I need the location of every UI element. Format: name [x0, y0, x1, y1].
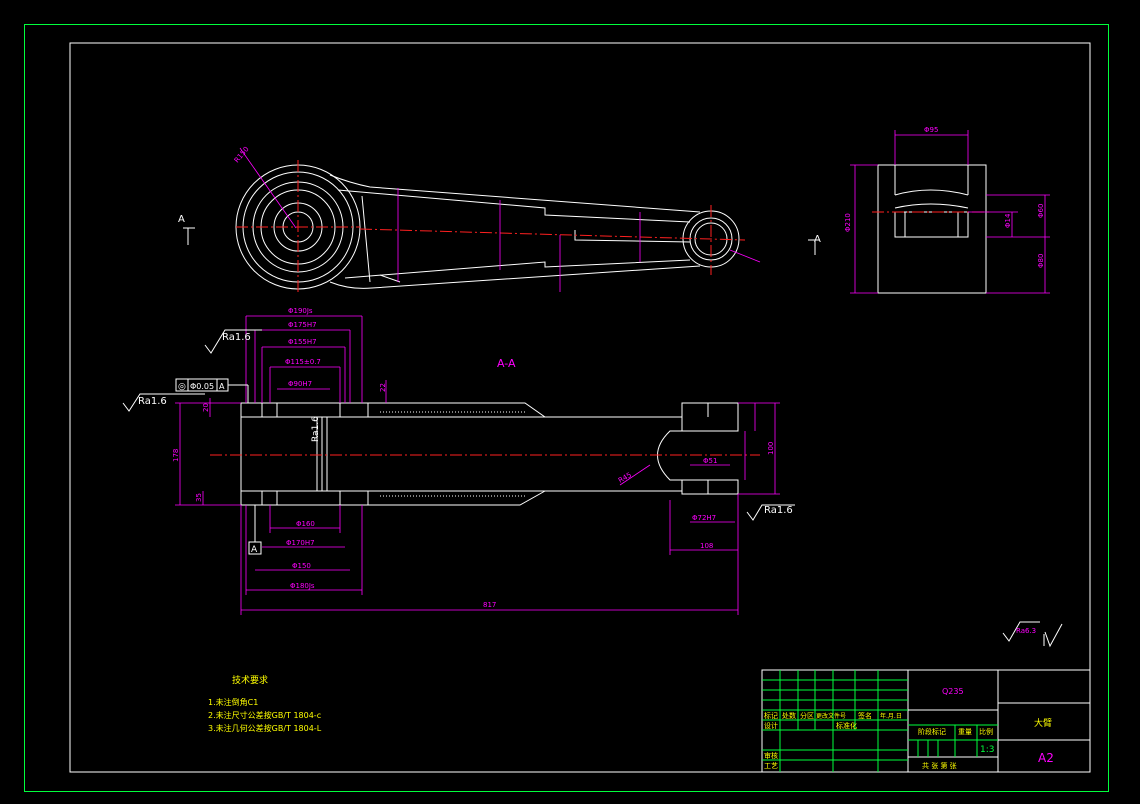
- roughness-left-top: Ra1.6: [222, 332, 251, 343]
- dim-phi160: Φ160: [296, 520, 315, 528]
- tb-ratio: 比例: [979, 727, 993, 736]
- datum-label: A: [251, 545, 258, 555]
- dim-35: 35: [195, 493, 203, 502]
- title-block: 标记 处数 分区 更改文件号 签名 年.月.日 设计 标准化 审核 工艺 Q23…: [761, 669, 1091, 773]
- general-roughness: Ra6.3: [1002, 621, 1063, 648]
- tb-weight: 重量: [958, 728, 972, 736]
- tb-sheet-info: 共 张 第 张: [922, 761, 957, 770]
- inner-frame: [69, 42, 1091, 773]
- tb-standardize: 标准化: [836, 721, 857, 730]
- note-item-1: 1.未注倒角C1: [208, 697, 258, 707]
- top-view: A A R150: [178, 145, 821, 295]
- section-view: A-A 178 20 35: [122, 307, 795, 615]
- tb-col-mark: 标记: [764, 711, 778, 720]
- note-item-2: 2.未注尺寸公差按GB/T 1804-c: [208, 710, 321, 720]
- section-title: A-A: [497, 357, 516, 370]
- dim-side-right-2: Φ80: [1037, 254, 1045, 268]
- tb-col-date: 年.月.日: [880, 712, 902, 720]
- tb-col-zone: 分区: [800, 711, 814, 720]
- dim-phi115: Φ115±0.7: [285, 358, 321, 366]
- dim-phi90: Φ90H7: [288, 380, 312, 388]
- outer-frame: [24, 24, 1109, 792]
- tb-process: 工艺: [764, 762, 778, 770]
- tb-col-sign: 签名: [858, 711, 872, 720]
- dim-22: 22: [379, 383, 387, 392]
- dim-r150: R150: [233, 145, 251, 164]
- section-label-right: A: [814, 234, 821, 245]
- dim-right-len: 108: [700, 542, 713, 550]
- tolerance-datum: A: [219, 382, 225, 391]
- tb-col-qty: 处数: [782, 711, 796, 720]
- tb-sheet-size: A2: [1038, 751, 1054, 765]
- tb-reviewer: 审核: [764, 751, 778, 760]
- dim-phi170: Φ170H7: [286, 539, 315, 547]
- tb-scale: 1:3: [980, 745, 994, 755]
- technical-notes: 技术要求 1.未注倒角C1 2.未注尺寸公差按GB/T 1804-c 3.未注几…: [208, 674, 322, 733]
- tb-stage-mark: 阶段标记: [918, 727, 946, 736]
- dim-height-left: 178: [172, 449, 180, 462]
- dim-side-top: Φ95: [924, 126, 938, 134]
- notes-title: 技术要求: [232, 674, 268, 686]
- tb-material: Q235: [942, 687, 964, 696]
- tolerance-symbol: ◎: [178, 382, 186, 392]
- tb-part-name: 大臂: [1034, 717, 1052, 729]
- note-item-3: 3.未注几何公差按GB/T 1804-L: [208, 723, 322, 733]
- dim-phi180: Φ180Js: [290, 582, 315, 590]
- roughness-right: Ra1.6: [764, 505, 793, 516]
- dim-20: 20: [202, 403, 210, 412]
- dim-phi150: Φ150: [292, 562, 311, 570]
- dim-overall-length: 817: [483, 601, 496, 609]
- section-label-left: A: [178, 214, 185, 225]
- roughness-left-mid: Ra1.6: [138, 396, 167, 407]
- dim-phi190: Φ190Js: [288, 307, 313, 315]
- tolerance-value: Φ0.05: [190, 382, 214, 391]
- tb-col-change: 更改文件号: [816, 712, 846, 720]
- dim-right-bore: Φ72H7: [692, 514, 716, 522]
- roughness-bore-inner: Ra1.6: [311, 416, 321, 442]
- dim-phi175: Φ175H7: [288, 321, 317, 329]
- dim-r45: R45: [617, 471, 633, 485]
- dim-side-height: Φ210: [844, 213, 852, 232]
- dim-side-right-1: Φ60: [1037, 204, 1045, 218]
- dim-height-right: 100: [767, 442, 775, 455]
- side-view: Φ95 Φ210 Φ60 Φ80 Φ14: [844, 126, 1050, 294]
- dim-side-h1: Φ14: [1004, 213, 1012, 228]
- general-roughness-label: Ra6.3: [1016, 627, 1036, 635]
- dim-phi155: Φ155H7: [288, 338, 317, 346]
- dim-right-small: Φ51: [703, 457, 717, 465]
- tb-designer: 设计: [764, 721, 778, 730]
